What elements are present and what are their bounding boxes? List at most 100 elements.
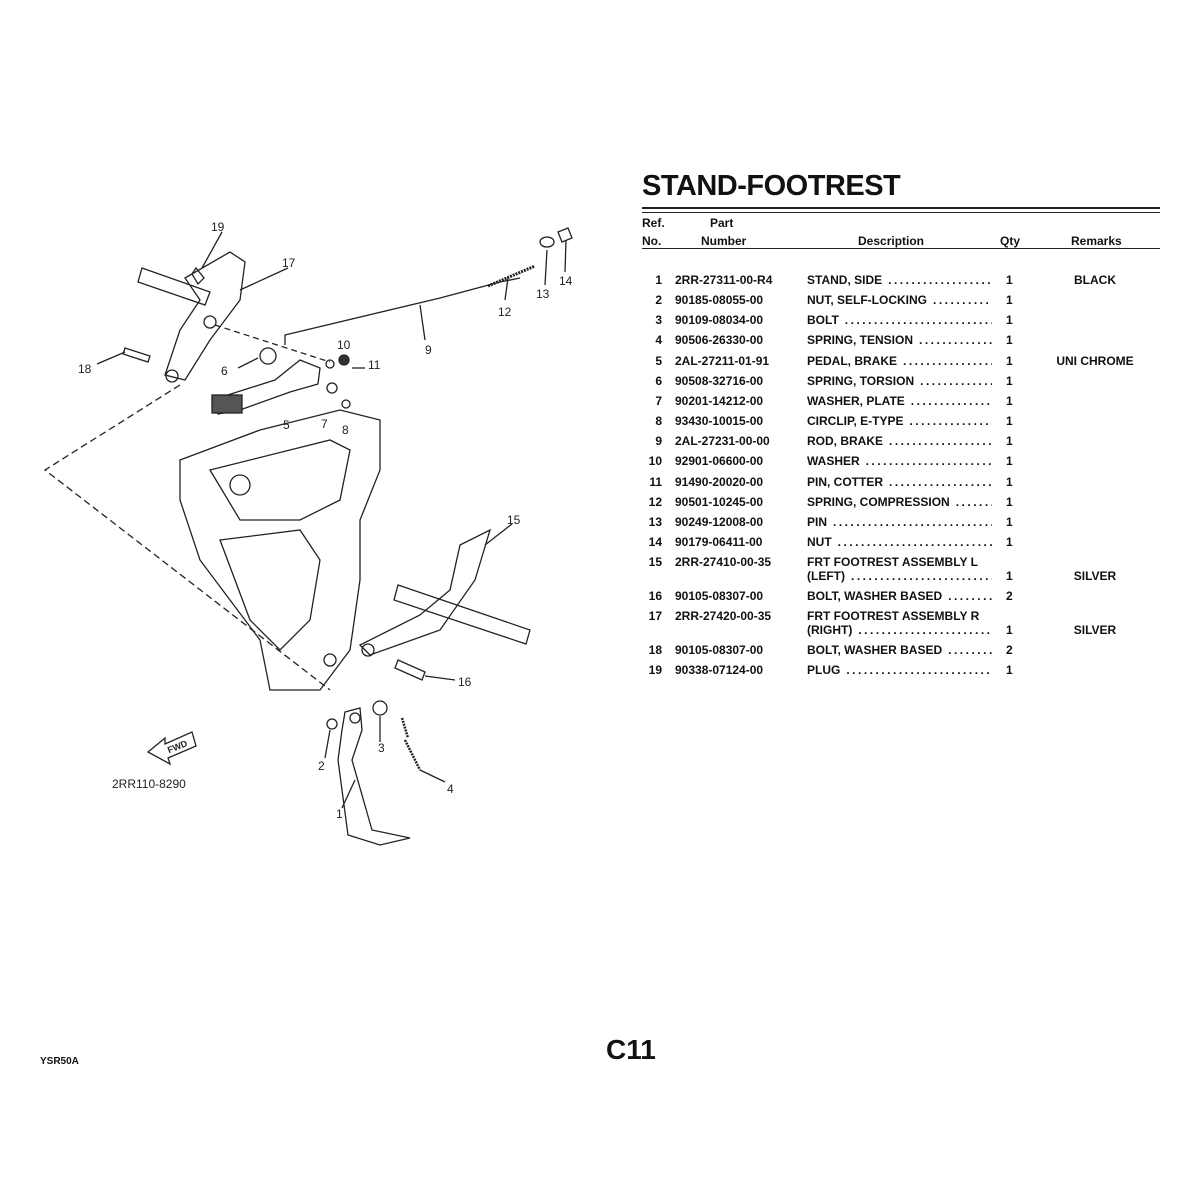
ref-no: 10 [648, 454, 662, 469]
part-number: 90249-12008-00 [675, 514, 764, 529]
part-number: 90338-07124-00 [675, 663, 764, 678]
part-number: 90185-08055-00 [675, 293, 764, 308]
qty: 1 [1006, 474, 1013, 489]
callout-19: 19 [211, 220, 225, 234]
ref-no: 17 [648, 609, 662, 624]
ref-no: 9 [655, 434, 662, 449]
ref-no: 13 [648, 514, 662, 529]
ref-no: 7 [655, 393, 662, 408]
title-rule [642, 207, 1160, 213]
callout-16: 16 [458, 675, 472, 689]
leader-dots [860, 454, 992, 468]
part-number: 90179-06411-00 [675, 534, 763, 549]
qty: 2 [1006, 643, 1013, 658]
callout-17: 17 [282, 256, 296, 270]
leader-dots [905, 394, 992, 408]
description: PIN, COTTER [807, 474, 884, 489]
part-number: 93430-10015-00 [675, 414, 764, 429]
description: SPRING, TORSION [807, 373, 915, 388]
model-code: YSR50A [40, 1056, 79, 1067]
description: BOLT, WASHER BASED [807, 643, 943, 658]
ref-no: 4 [655, 333, 662, 348]
callout-1: 1 [336, 807, 343, 821]
part-number: 2AL-27231-00-00 [675, 434, 770, 449]
callout-13: 13 [536, 287, 550, 301]
description: SPRING, TENSION [807, 333, 914, 348]
guide-line [43, 384, 331, 691]
callout-4: 4 [447, 782, 454, 796]
leader-dots [832, 535, 992, 549]
leader-dots [903, 414, 992, 428]
callout-6: 6 [221, 364, 228, 378]
header-ref-1: Ref. [642, 216, 665, 230]
qty: 1 [1006, 313, 1013, 328]
remarks: UNI CHROME [1056, 353, 1134, 368]
description: ROD, BRAKE [807, 434, 884, 449]
description: PLUG [807, 663, 841, 678]
callout-18: 18 [78, 362, 92, 376]
qty: 1 [1006, 534, 1013, 549]
callout-9: 9 [425, 343, 432, 357]
ref-no: 5 [655, 353, 662, 368]
remarks: SILVER [1073, 623, 1117, 638]
part-number: 2AL-27211-01-91 [675, 353, 770, 368]
leader-dots [883, 475, 992, 489]
part-number: 90105-08307-00 [675, 643, 764, 658]
ref-no: 8 [655, 414, 662, 429]
description: CIRCLIP, E-TYPE [807, 414, 904, 429]
qty: 1 [1006, 393, 1013, 408]
leader-dots [840, 663, 992, 677]
qty: 1 [1006, 569, 1013, 584]
leader-dots [927, 293, 992, 307]
callout-2: 2 [318, 759, 325, 773]
remarks: SILVER [1073, 569, 1117, 584]
part-number: 90105-08307-00 [675, 589, 764, 604]
description: WASHER [807, 454, 860, 469]
qty: 1 [1006, 353, 1013, 368]
part-number: 90501-10245-00 [675, 494, 764, 509]
qty: 1 [1006, 333, 1013, 348]
leader-dots [882, 273, 992, 287]
qty: 1 [1006, 514, 1013, 529]
leader-dots [839, 313, 992, 327]
description: STAND, SIDE [807, 273, 883, 287]
part-number: 90109-08034-00 [675, 313, 764, 328]
leader-dots [914, 374, 992, 388]
forward-arrow-icon: FWD [146, 731, 197, 766]
description: BOLT, WASHER BASED [807, 589, 943, 604]
ref-no: 3 [655, 313, 662, 328]
footrest-left-peg [393, 584, 531, 645]
frame-outline [179, 409, 381, 691]
leader-dots [827, 515, 992, 529]
qty: 1 [1006, 414, 1013, 429]
callout-12: 12 [498, 305, 512, 319]
qty: 1 [1006, 494, 1013, 509]
leader-dots [883, 434, 992, 448]
header-qty: Qty [1000, 234, 1021, 248]
header-part-1: Part [710, 216, 734, 230]
diagram-code: 2RR110-8290 [112, 777, 186, 791]
description-line1: FRT FOOTREST ASSEMBLY L [807, 555, 978, 570]
part-number: 2RR-27311-00-R4 [675, 273, 773, 287]
ref-no: 15 [648, 555, 662, 570]
leader-dots [897, 354, 992, 368]
description: PIN [807, 514, 828, 529]
description: NUT, SELF-LOCKING [807, 293, 927, 308]
part-number: 91490-20020-00 [675, 474, 764, 489]
ref-no: 14 [648, 534, 662, 549]
qty: 1 [1006, 454, 1013, 469]
callout-8: 8 [342, 423, 349, 437]
leader-dots [845, 569, 992, 583]
ref-no: 1 [655, 273, 662, 287]
callout-3: 3 [378, 741, 385, 755]
description-line2: (RIGHT) [807, 623, 853, 638]
header-rule [642, 248, 1160, 249]
brake-rod [284, 277, 521, 345]
side-stand [337, 707, 411, 846]
ref-no: 6 [655, 373, 662, 388]
exploded-parts-diagram: FWD 2RR110-8290 1 2 3 4 5 6 7 8 9 10 11 … [43, 220, 573, 846]
qty: 2 [1006, 589, 1013, 604]
part-number: 2RR-27410-00-35 [675, 555, 772, 570]
qty: 1 [1006, 434, 1013, 449]
description: SPRING, COMPRESSION [807, 494, 950, 509]
